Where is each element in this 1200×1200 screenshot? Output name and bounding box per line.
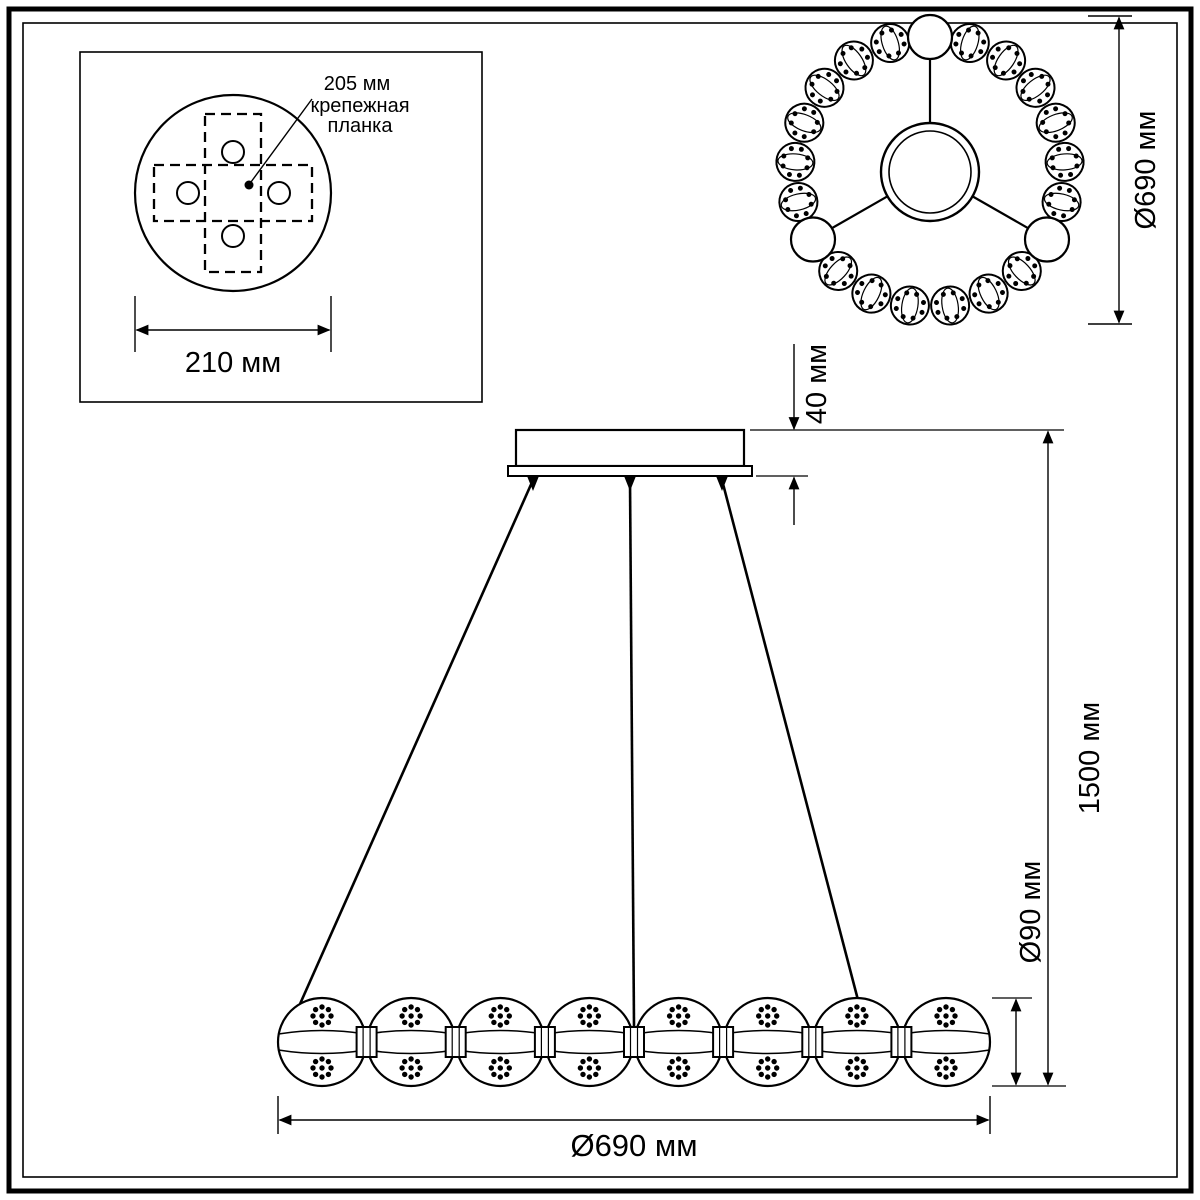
screw-hole-top — [221, 140, 245, 164]
ceiling-plate-circle — [133, 93, 333, 293]
bracket-label-line2: планка — [328, 115, 394, 137]
bead — [927, 282, 973, 329]
reference-point-dot — [244, 180, 254, 190]
top-view: Ø690 мм — [774, 13, 1162, 329]
inner-border — [22, 22, 1178, 1178]
large-sphere — [1023, 216, 1071, 263]
top-diameter-dimension: Ø690 мм — [1088, 15, 1162, 325]
bracket-label-line1: крепежная — [310, 95, 409, 117]
center-hub-outer — [879, 121, 981, 223]
cable-left — [298, 479, 535, 1005]
bead — [635, 998, 723, 1086]
connector — [801, 1026, 824, 1058]
leader-line — [250, 98, 313, 183]
bead — [545, 998, 633, 1086]
large-sphere — [789, 216, 837, 263]
suspension-cables — [298, 479, 860, 1027]
outer-border — [6, 6, 1194, 1194]
bracket-vertical-dashed — [203, 112, 263, 274]
screw-hole-left — [176, 181, 200, 205]
cable-right — [720, 479, 860, 1001]
bead — [367, 998, 455, 1086]
bead — [724, 998, 812, 1086]
connector — [890, 1026, 913, 1058]
bead — [813, 998, 901, 1086]
bead — [278, 998, 366, 1086]
connector — [533, 1026, 556, 1058]
side-view: 40 мм 1500 мм Ø90 мм Ø690 мм — [278, 344, 1106, 1163]
bead — [887, 282, 933, 329]
frame — [6, 6, 1194, 1194]
top-diameter-label: Ø690 мм — [1130, 111, 1162, 230]
total-height-dimension: 1500 мм — [992, 430, 1106, 1087]
bead — [774, 140, 817, 184]
fixture-diameter-label: Ø690 мм — [570, 1128, 697, 1163]
connector — [712, 1026, 735, 1058]
screw-hole-right — [267, 181, 291, 205]
bead — [456, 998, 544, 1086]
total-height-label: 1500 мм — [1074, 702, 1106, 814]
bead — [902, 998, 990, 1086]
bead-diameter-label: Ø90 мм — [1015, 861, 1047, 964]
cable-center — [628, 479, 636, 1027]
plate-width-label: 210 мм — [185, 347, 281, 379]
connector — [444, 1026, 467, 1058]
large-sphere — [906, 13, 954, 61]
offset-label: 205 мм — [324, 73, 390, 95]
canopy-height-dimension: 40 мм — [750, 344, 1064, 525]
detail-box — [79, 51, 483, 403]
plate-width-dimension: 210 мм — [134, 296, 332, 379]
center-hub-inner — [888, 130, 972, 214]
bead — [1043, 140, 1086, 184]
cable-fitting-left — [527, 476, 539, 491]
fixture-diameter-dimension: Ø690 мм — [277, 1096, 991, 1163]
bead-diameter-dimension: Ø90 мм — [992, 861, 1047, 1086]
screw-hole-bottom — [221, 224, 245, 248]
connector — [623, 1026, 645, 1058]
connector — [355, 1026, 378, 1058]
canopy-height-label: 40 мм — [801, 344, 833, 424]
canopy-flange — [507, 465, 753, 477]
canopy-body — [514, 428, 746, 468]
mounting-plate-detail: 205 мм крепежная планка 210 мм — [79, 51, 483, 403]
bracket-horizontal-dashed — [152, 163, 314, 223]
